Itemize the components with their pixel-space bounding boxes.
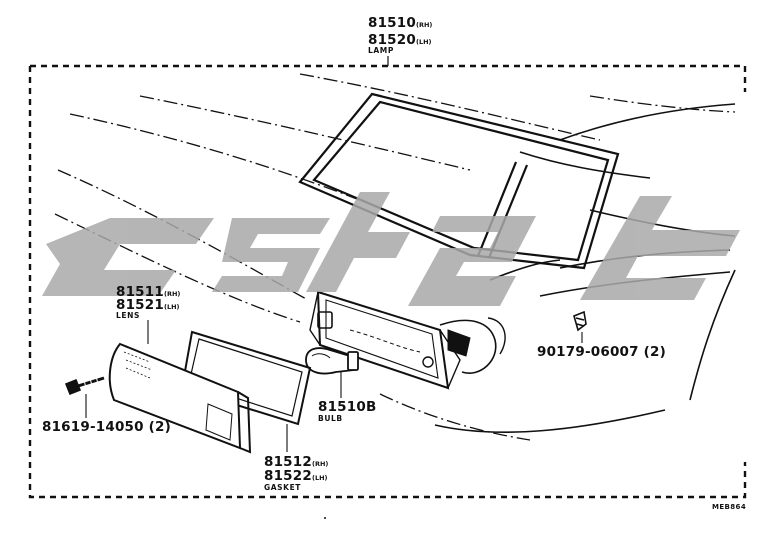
bulb-pn: 81510B bbox=[318, 399, 376, 415]
gasket-sfx-rh: (RH) bbox=[312, 460, 328, 468]
clip bbox=[573, 310, 587, 332]
gasket bbox=[180, 330, 312, 426]
lens bbox=[108, 342, 252, 454]
bulb-caption: BULB bbox=[318, 414, 343, 423]
lens-label: 81511 (RH) 81521 (LH) LENS bbox=[116, 284, 180, 320]
assembly-boundary bbox=[28, 64, 747, 499]
gasket-pn-rh: 81512 bbox=[264, 454, 312, 470]
gasket-pn-lh: 81522 bbox=[264, 468, 312, 484]
clip-label: 90179-06007 (2) bbox=[537, 344, 666, 360]
bulb-label: 81510B BULB bbox=[318, 399, 376, 423]
lens-pn-lh: 81521 bbox=[116, 297, 164, 313]
gasket-caption: GASKET bbox=[264, 483, 301, 492]
lamp-sfx-rh: (RH) bbox=[416, 21, 432, 29]
lens-caption: LENS bbox=[116, 311, 140, 320]
speck bbox=[324, 517, 326, 519]
lens-sfx-rh: (RH) bbox=[164, 290, 180, 298]
lamp-sfx-lh: (LH) bbox=[416, 38, 432, 46]
lamp-caption: LAMP bbox=[368, 46, 394, 55]
lamp-label: 81510 (RH) 81520 (LH) LAMP bbox=[368, 15, 432, 55]
watermark-logo bbox=[42, 192, 740, 306]
lamp-pn-lh: 81520 bbox=[368, 32, 416, 48]
gasket-sfx-lh: (LH) bbox=[312, 474, 328, 482]
gasket-label: 81512 (RH) 81522 (LH) GASKET bbox=[264, 454, 328, 492]
lamp-pn-rh: 81510 bbox=[368, 15, 416, 31]
lens-pn-rh: 81511 bbox=[116, 284, 164, 300]
lens-sfx-lh: (LH) bbox=[164, 303, 180, 311]
screw-label: 81619-14050 (2) bbox=[42, 419, 171, 435]
bulb bbox=[305, 347, 359, 375]
figure-code: MEB864 bbox=[712, 503, 746, 511]
lamp-unit bbox=[309, 290, 506, 390]
screw bbox=[64, 375, 105, 396]
